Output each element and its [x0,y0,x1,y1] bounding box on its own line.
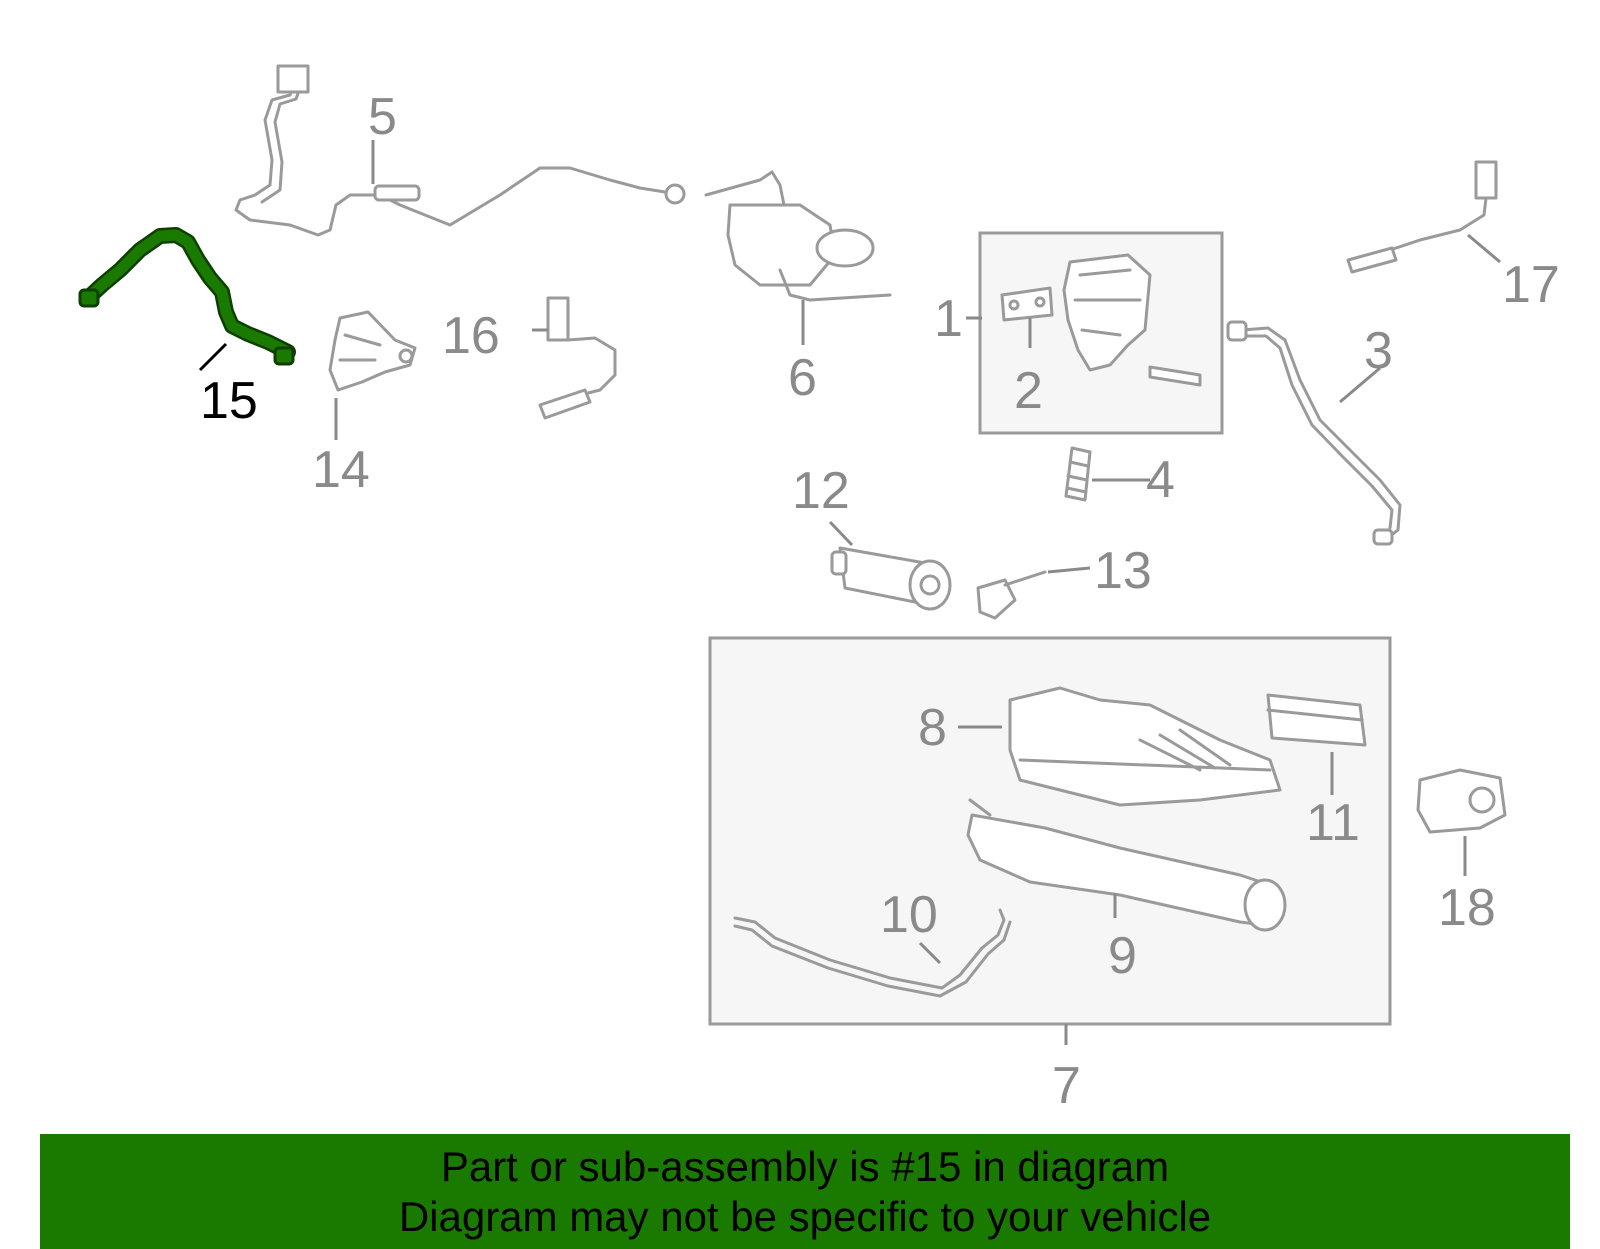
callout-11: 11 [1306,794,1360,852]
part-14-bracket [328,310,417,392]
callout-10: 10 [880,886,938,944]
callout-5: 5 [368,88,397,146]
part-info-banner: Part or sub-assembly is #15 in diagram D… [40,1134,1570,1249]
part-9-canister [966,798,1287,932]
part-16-sensor [538,296,617,420]
callout-4: 4 [1146,451,1175,509]
banner-line-2: Diagram may not be specific to your vehi… [398,1192,1212,1240]
callout-15: 15 [200,372,258,430]
part-12-filter [830,546,952,611]
part-11-cover [1266,693,1367,747]
callout-7: 7 [1052,1057,1081,1115]
callout-6: 6 [788,349,817,407]
callout-3: 3 [1364,322,1393,380]
part-8-bracket [1008,686,1282,807]
part-6-solenoid [704,170,892,302]
callout-13: 13 [1094,542,1152,600]
part-5-hose [234,64,686,237]
part-1-valve [1000,253,1202,387]
callout-8: 8 [918,699,947,757]
banner-line-1: Part or sub-assembly is #15 in diagram [440,1142,1170,1190]
callout-17: 17 [1502,256,1560,314]
part-10-hose [733,908,1012,998]
part-3-pipe [1226,320,1402,546]
leader-lines [198,140,1501,1045]
callout-2: 2 [1014,362,1043,420]
callout-1: 1 [934,290,963,348]
callout-18: 18 [1438,879,1496,937]
part-15-hose [78,227,296,366]
part-17-sensor [1346,160,1498,274]
part-4-fitting [1064,446,1092,502]
callout-14: 14 [312,441,370,499]
part-18-sensor [1416,768,1507,834]
part-13-sensor [976,570,1047,620]
callout-12: 12 [792,462,850,520]
callout-16: 16 [442,307,500,365]
callout-9: 9 [1108,927,1137,985]
